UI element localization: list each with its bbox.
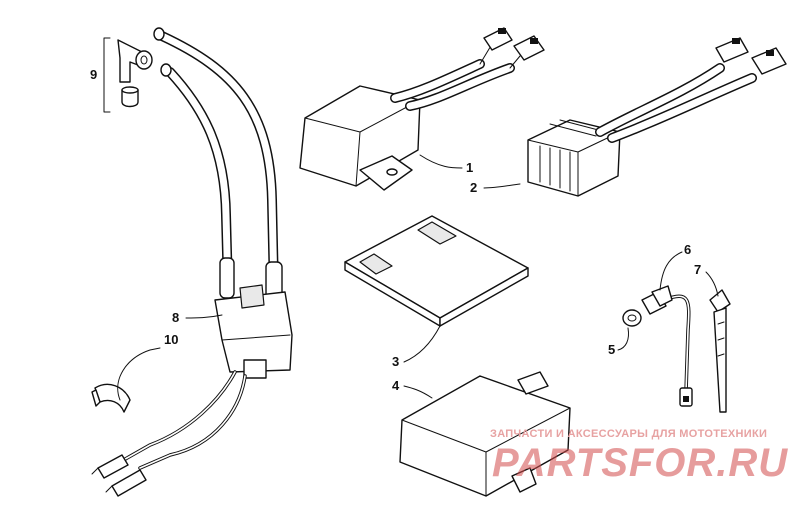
housing-box [399, 371, 571, 497]
temperature-sensor [641, 285, 693, 407]
callout-3: 3 [392, 354, 399, 369]
sealing-washer [622, 309, 642, 327]
spark-plug-cap [117, 39, 153, 108]
callout-5: 5 [608, 342, 615, 357]
callout-4: 4 [392, 378, 400, 393]
watermark-logo: PARTSFOR.RU [492, 441, 788, 485]
callout-7: 7 [694, 262, 701, 277]
cdi-unit [299, 27, 545, 191]
wire-clamp [91, 383, 131, 413]
watermark-tagline: ЗАПЧАСТИ И АКСЕССУАРЫ ДЛЯ МОТОТЕХНИКИ [490, 428, 767, 440]
callout-10: 10 [164, 332, 178, 347]
voltage-regulator [527, 37, 787, 197]
callout-1: 1 [466, 160, 473, 175]
callout-6: 6 [684, 242, 691, 257]
callout-8: 8 [172, 310, 179, 325]
cable-tie [709, 289, 731, 413]
adhesive-pad [344, 215, 529, 327]
ignition-coil-assembly [91, 27, 293, 497]
callout-9: 9 [90, 67, 97, 82]
callout-2: 2 [470, 180, 477, 195]
